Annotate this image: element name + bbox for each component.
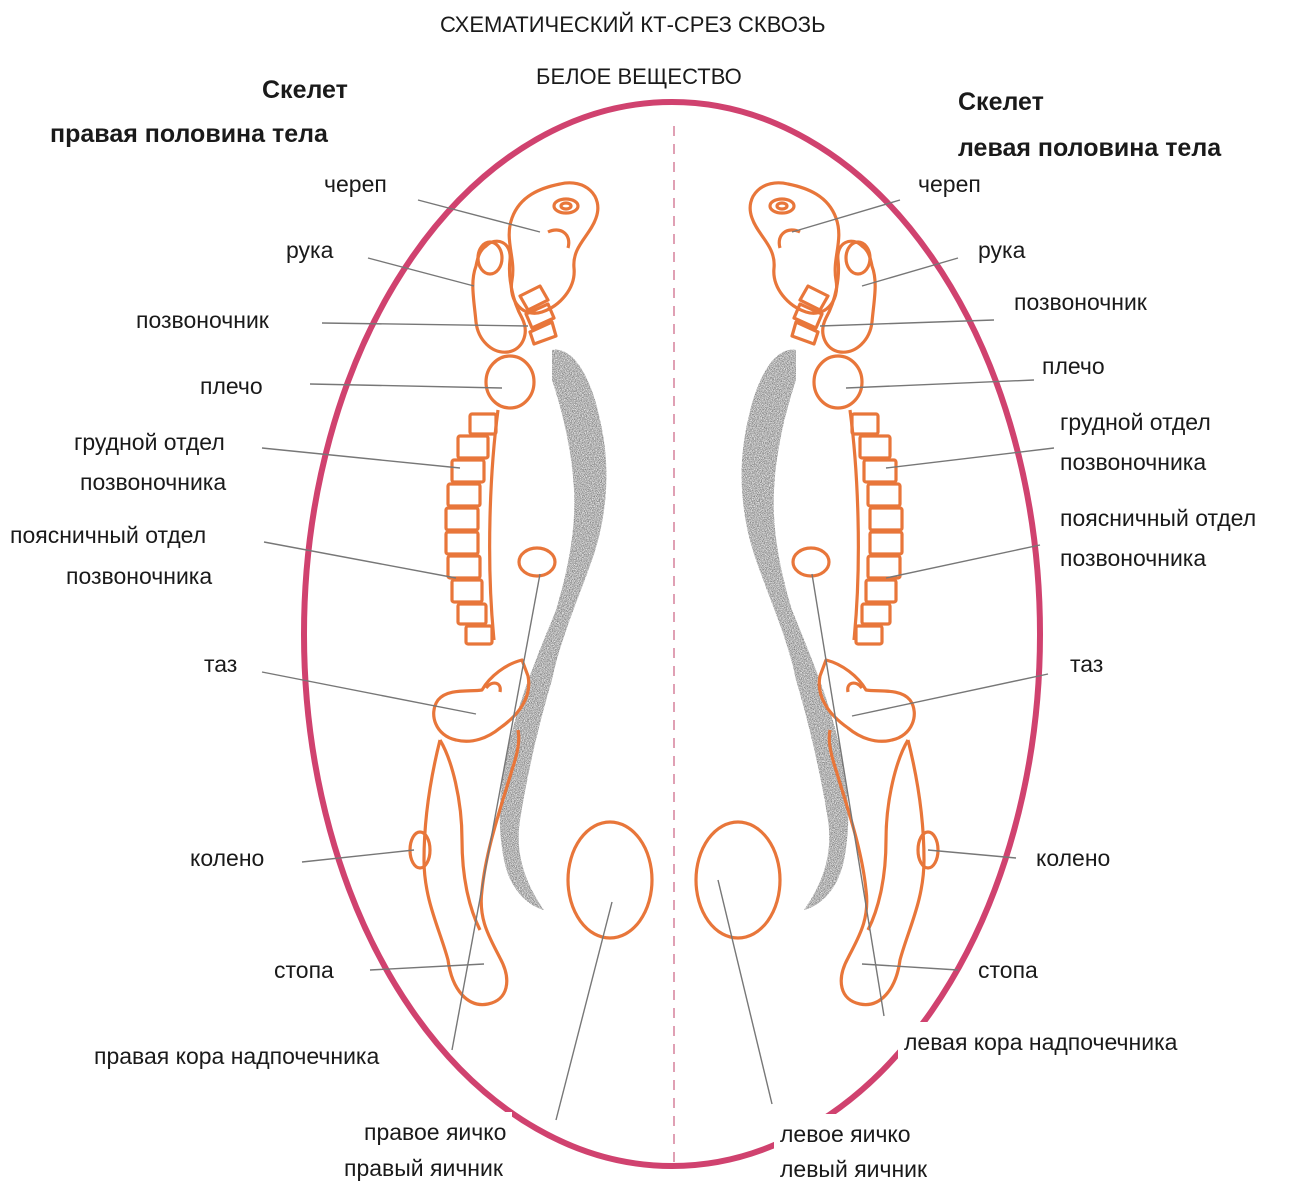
label-right-adrenal: правая кора надпочечника — [88, 1036, 385, 1077]
heading-right-half-2: правая половина тела — [44, 112, 334, 156]
label-right-foot: стопа — [268, 950, 340, 991]
label-right-lumbar-1: поясничный отдел — [4, 515, 212, 556]
label-left-pelvis: таз — [1064, 644, 1109, 685]
label-left-thoracic-1: грудной отдел — [1054, 402, 1217, 443]
label-left-skull: череп — [912, 164, 987, 205]
title-line-2: БЕЛОЕ ВЕЩЕСТВО — [530, 56, 748, 97]
label-left-knee: колено — [1030, 838, 1116, 879]
label-right-knee: колено — [184, 838, 270, 879]
label-left-arm: рука — [972, 230, 1031, 271]
label-right-gonad-2: правый яичник — [338, 1150, 509, 1186]
label-left-foot: стопа — [972, 950, 1044, 991]
label-right-spine: позвоночник — [130, 300, 275, 341]
label-right-thoracic-1: грудной отдел — [68, 422, 231, 463]
label-left-gonad-1: левое яичко — [774, 1114, 917, 1155]
label-right-gonad-1: правое яичко — [358, 1112, 512, 1153]
heading-left-half-1: Скелет — [952, 80, 1050, 124]
label-left-lumbar-1: поясничный отдел — [1054, 498, 1262, 539]
label-left-gonad-2: левый яичник — [774, 1152, 933, 1187]
label-left-spine: позвоночник — [1008, 282, 1153, 323]
skeleton-left-half — [696, 183, 938, 1005]
brain-outline — [304, 102, 1040, 1166]
label-right-lumbar-2: позвоночника — [60, 556, 218, 597]
label-left-thoracic-2: позвоночника — [1054, 442, 1212, 483]
label-left-shoulder: плечо — [1036, 346, 1111, 387]
label-right-skull: череп — [318, 164, 393, 205]
label-left-adrenal: левая кора надпочечника — [898, 1022, 1183, 1063]
heading-right-half-1: Скелет — [256, 68, 354, 112]
label-right-arm: рука — [280, 230, 339, 271]
label-right-pelvis: таз — [198, 644, 243, 685]
label-right-shoulder: плечо — [194, 366, 269, 407]
label-right-thoracic-2: позвоночника — [74, 462, 232, 503]
label-left-lumbar-2: позвоночника — [1054, 538, 1212, 579]
heading-left-half-2: левая половина тела — [952, 126, 1227, 158]
leader-lines — [262, 200, 1054, 1120]
title-line-1: СХЕМАТИЧЕСКИЙ КТ-СРЕЗ СКВОЗЬ — [434, 4, 832, 45]
skeleton-right-half — [410, 183, 652, 1005]
